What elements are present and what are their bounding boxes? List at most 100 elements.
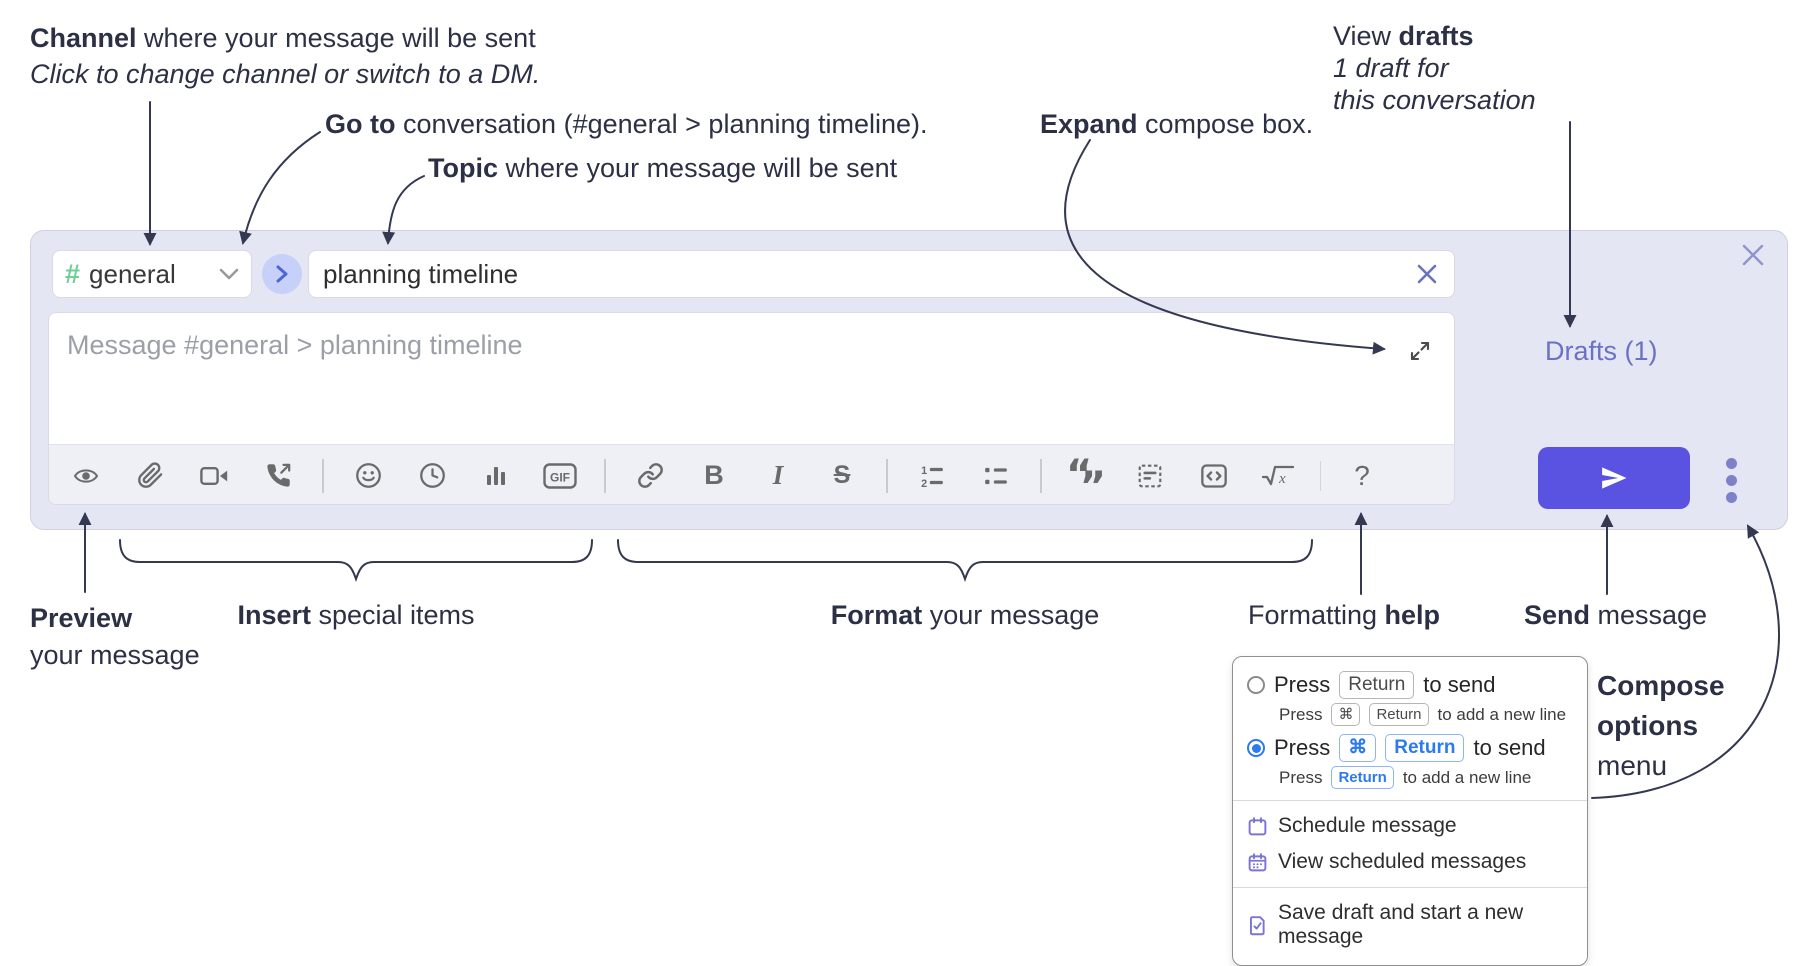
toolbar-divider xyxy=(592,458,618,493)
annotation-expand-bold: Expand xyxy=(1040,109,1138,139)
toolbar-divider xyxy=(1310,460,1330,491)
label-send-bold: Send xyxy=(1524,600,1591,630)
italic-icon[interactable]: I xyxy=(746,454,810,498)
annotation-drafts-bold: drafts xyxy=(1398,21,1474,51)
chevron-down-icon xyxy=(219,268,239,280)
opt1-sub-kbd-cmd: ⌘ xyxy=(1331,703,1361,726)
global-time-icon[interactable] xyxy=(400,454,464,498)
help-glyph: ? xyxy=(1354,459,1370,491)
voice-call-icon[interactable] xyxy=(246,454,310,498)
message-panel: Message #general > planning timeline xyxy=(48,312,1455,505)
opt1-sub-pre: Press xyxy=(1279,704,1323,724)
option-return-to-send-subtext: Press ⌘ Return to add a new line xyxy=(1233,703,1587,730)
toolbar-divider xyxy=(1028,458,1054,493)
option-cmd-return-to-send[interactable]: Press ⌘ Return to send xyxy=(1233,730,1587,766)
label-format-rest: your message xyxy=(922,600,1100,630)
num2: 2 xyxy=(921,477,927,488)
menu-item-save-draft[interactable]: Save draft and start a new message xyxy=(1233,895,1587,955)
annotation-channel-rest: where your message will be sent xyxy=(136,23,536,53)
option-return-to-send[interactable]: Press Return to send xyxy=(1233,667,1587,703)
menu-item-view-scheduled[interactable]: View scheduled messages xyxy=(1233,844,1587,880)
label-preview-line2: your message xyxy=(30,640,200,670)
annotation-drafts-line2: 1 draft for xyxy=(1333,53,1449,83)
annotation-goto: Go to conversation (#general > planning … xyxy=(325,106,928,142)
annotation-expand: Expand compose box. xyxy=(1040,106,1313,142)
go-to-conversation-button[interactable] xyxy=(262,254,302,294)
label-co-bold2: options xyxy=(1597,710,1699,741)
topic-input-value: planning timeline xyxy=(323,258,519,289)
compose-options-popup: Press Return to send Press ⌘ Return to a… xyxy=(1232,656,1588,966)
send-button[interactable] xyxy=(1538,447,1690,509)
annotation-drafts-line3: this conversation xyxy=(1333,85,1536,115)
code-icon[interactable] xyxy=(1182,454,1246,498)
link-icon[interactable] xyxy=(618,454,682,498)
annotation-drafts: View drafts 1 draft for this conversatio… xyxy=(1333,20,1536,116)
topic-input[interactable]: planning timeline xyxy=(308,250,1455,298)
popup-divider xyxy=(1233,800,1587,801)
italic-glyph: I xyxy=(772,460,784,490)
opt1-post: to send xyxy=(1423,672,1496,697)
label-insert: Insert special items xyxy=(237,600,474,631)
strike-glyph: S xyxy=(833,461,851,489)
annotation-goto-rest: conversation (#general > planning timeli… xyxy=(395,109,928,139)
label-compose-options: Compose options menu xyxy=(1597,666,1725,786)
message-input[interactable]: Message #general > planning timeline xyxy=(49,313,1454,444)
option-cmd-return-subtext: Press Return to add a new line xyxy=(1233,766,1587,793)
attach-file-icon[interactable] xyxy=(118,454,182,498)
emoji-icon[interactable] xyxy=(336,454,400,498)
label-preview: Preview your message xyxy=(30,600,200,674)
quote-close-glyph: ” xyxy=(1079,463,1106,505)
annotation-topic: Topic where your message will be sent xyxy=(428,150,897,186)
brace-format xyxy=(617,539,1313,583)
preview-icon[interactable] xyxy=(54,454,118,498)
annotation-goto-bold: Go to xyxy=(325,109,396,139)
brace-insert xyxy=(119,539,593,583)
gif-icon[interactable]: GIF xyxy=(528,454,592,498)
strikethrough-icon[interactable]: S xyxy=(810,454,874,498)
radio-unselected-icon[interactable] xyxy=(1247,676,1265,694)
quote-icon[interactable]: “” xyxy=(1054,451,1118,505)
popup-divider xyxy=(1233,887,1587,888)
annotation-expand-rest: compose box. xyxy=(1137,109,1314,139)
menu-item-schedule-message[interactable]: Schedule message xyxy=(1233,808,1587,844)
send-icon xyxy=(1602,467,1627,489)
annotation-topic-bold: Topic xyxy=(428,153,498,183)
opt2-post: to send xyxy=(1473,735,1546,760)
video-call-icon[interactable] xyxy=(182,454,246,498)
bold-icon[interactable]: B xyxy=(682,454,746,498)
bulleted-list-icon[interactable] xyxy=(964,454,1028,498)
channel-name: general xyxy=(89,258,176,289)
close-compose-icon[interactable] xyxy=(1736,238,1770,272)
compose-options-menu-icon[interactable] xyxy=(1716,452,1746,508)
message-formatting-help-icon[interactable]: ? xyxy=(1330,454,1394,498)
channel-selector[interactable]: # general xyxy=(52,250,252,298)
quote-open-glyph: “ xyxy=(1066,451,1093,498)
chevron-right-icon xyxy=(276,265,288,283)
opt2-sub-pre: Press xyxy=(1279,767,1323,787)
label-format-bold: Format xyxy=(830,600,923,630)
label-co-bold1: Compose xyxy=(1597,670,1725,701)
label-format: Format your message xyxy=(831,600,1100,631)
expand-compose-icon[interactable] xyxy=(1408,339,1432,363)
menu-item-view-scheduled-label: View scheduled messages xyxy=(1278,850,1527,873)
drafts-link[interactable]: Drafts (1) xyxy=(1545,336,1658,366)
annotation-channel: Channel where your message will be sent … xyxy=(30,20,540,92)
calendar-icon xyxy=(1248,816,1267,835)
message-placeholder: Message #general > planning timeline xyxy=(67,330,523,360)
opt1-pre: Press xyxy=(1274,672,1331,697)
annotation-drafts-normal: View xyxy=(1333,21,1399,51)
gif-label: GIF xyxy=(550,470,570,484)
math-icon[interactable]: x xyxy=(1246,454,1310,498)
annotation-topic-rest: where your message will be sent xyxy=(498,153,898,183)
opt2-sub-post: to add a new line xyxy=(1402,767,1532,787)
label-send-rest: message xyxy=(1590,600,1708,630)
label-insert-bold: Insert xyxy=(237,600,311,630)
radio-selected-icon[interactable] xyxy=(1247,739,1265,757)
poll-icon[interactable] xyxy=(464,454,528,498)
label-fh-bold: help xyxy=(1384,600,1441,630)
clear-topic-icon[interactable] xyxy=(1414,261,1440,287)
spoiler-icon[interactable] xyxy=(1118,454,1182,498)
toolbar-divider xyxy=(874,458,900,493)
